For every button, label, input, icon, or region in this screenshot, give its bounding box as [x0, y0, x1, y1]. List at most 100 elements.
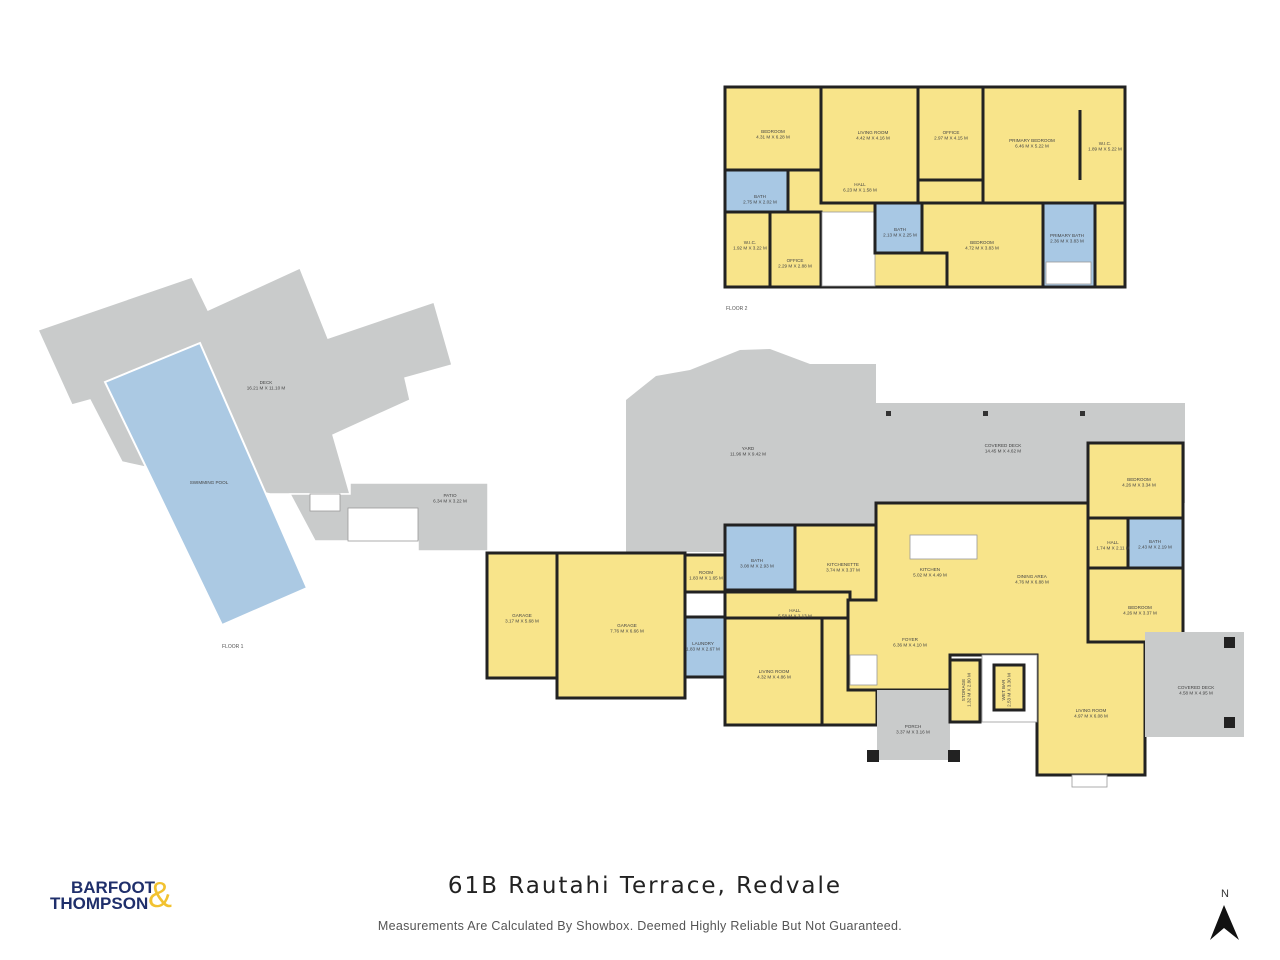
room-name: BEDROOM	[1127, 477, 1151, 482]
kitchen-island	[909, 534, 978, 560]
logo-line-1: BARFOOT	[71, 878, 156, 897]
room-label: W.I.C.1.92 M X 3.22 M	[733, 240, 767, 251]
room-size: 2.36 M X 3.83 M	[1050, 239, 1084, 244]
room-size: 2.53 M X 3.30 M	[1007, 673, 1012, 707]
room-name: BEDROOM	[761, 129, 785, 134]
swimming-pool	[103, 341, 309, 627]
room-name: OFFICE	[787, 258, 804, 263]
room-name: W.I.C.	[1099, 141, 1112, 146]
north-arrow-icon	[1210, 905, 1239, 940]
room-name: KITCHEN	[920, 567, 940, 572]
room-name: WET BAR	[1001, 679, 1006, 701]
room-size: 6.34 M X 3.22 M	[433, 499, 467, 504]
room-bedroom	[1086, 441, 1185, 520]
logo-line-2: THOMPSON	[50, 894, 149, 913]
room-primary-bedroom	[981, 85, 1127, 205]
room-name: LIVING ROOM	[1076, 708, 1107, 713]
room-size: 2.75 M X 2.02 M	[743, 200, 777, 205]
room-name: PATIO	[443, 493, 457, 498]
room-name: PRIMARY BATH	[1050, 233, 1084, 238]
room-name: BATH	[1149, 539, 1161, 544]
room-size: 4.31 M X 6.28 M	[756, 135, 790, 140]
room-size: 6.23 M X 1.58 M	[843, 188, 877, 193]
stairs	[849, 654, 878, 686]
room-size: 3.17 M X 5.68 M	[505, 619, 539, 624]
room-office-2	[916, 85, 985, 182]
room-name: COVERED DECK	[1178, 685, 1216, 690]
room-name: COVERED DECK	[985, 443, 1023, 448]
room-size: 3.08 M X 2.93 M	[740, 564, 774, 569]
room-name: FOYER	[902, 637, 919, 642]
room-size: 4.32 M X 4.86 M	[757, 675, 791, 680]
room-name: SWIMMING POOL	[190, 480, 229, 485]
room-size: 3.74 M X 3.37 M	[826, 568, 860, 573]
room-size: 4.58 M X 4.95 M	[1179, 691, 1213, 696]
disclaimer: Measurements Are Calculated By Showbox. …	[377, 919, 903, 933]
room-size: 6.46 M X 5.22 M	[1015, 144, 1049, 149]
room-bedroom-2	[1086, 566, 1185, 644]
room-size: 6.36 M X 4.10 M	[893, 643, 927, 648]
room-label: STORAGE1.32 M X 2.80 M	[961, 673, 972, 707]
room-name: OFFICE	[943, 130, 960, 135]
room-name: LAUNDRY	[692, 641, 714, 646]
room-garage	[485, 551, 559, 680]
room-name: LIVING ROOM	[858, 130, 889, 135]
room-size: 4.26 M X 3.34 M	[1122, 483, 1156, 488]
room-size: 4.72 M X 3.83 M	[965, 246, 999, 251]
room-size: 1.83 M X 2.67 M	[686, 647, 720, 652]
floor-2-label: FLOOR 2	[726, 306, 748, 312]
north-label: N	[1221, 888, 1229, 900]
room-size: 14.45 M X 4.62 M	[985, 449, 1021, 454]
room-name: STORAGE	[961, 679, 966, 701]
room-name: YARD	[742, 446, 755, 451]
room-label: W.I.C.1.89 M X 5.22 M	[1088, 141, 1122, 152]
room-size: 16.21 M X 11.10 M	[247, 386, 286, 391]
room-storage	[948, 658, 982, 724]
room-size: 5.58 M X 2.13 M	[778, 614, 812, 619]
room-size: 1.89 M X 5.22 M	[1088, 147, 1122, 152]
property-address: 61B Rautahi Terrace, Redvale	[447, 873, 843, 899]
room-size: 4.26 M X 3.37 M	[1123, 611, 1157, 616]
yard	[626, 349, 876, 552]
room-name: HALL	[854, 182, 866, 187]
room-size: 4.42 M X 4.16 M	[856, 136, 890, 141]
room-living	[819, 85, 920, 205]
room-name: DECK	[260, 380, 274, 385]
room-kitchenette	[793, 523, 878, 602]
logo-ampersand: &	[148, 874, 173, 915]
room-name: BEDROOM	[1128, 605, 1152, 610]
room-bath	[723, 168, 790, 214]
porch	[877, 690, 950, 760]
room-size: 2.29 M X 2.88 M	[778, 264, 812, 269]
room-size: 1.32 M X 2.80 M	[967, 673, 972, 707]
stairs	[821, 211, 876, 287]
